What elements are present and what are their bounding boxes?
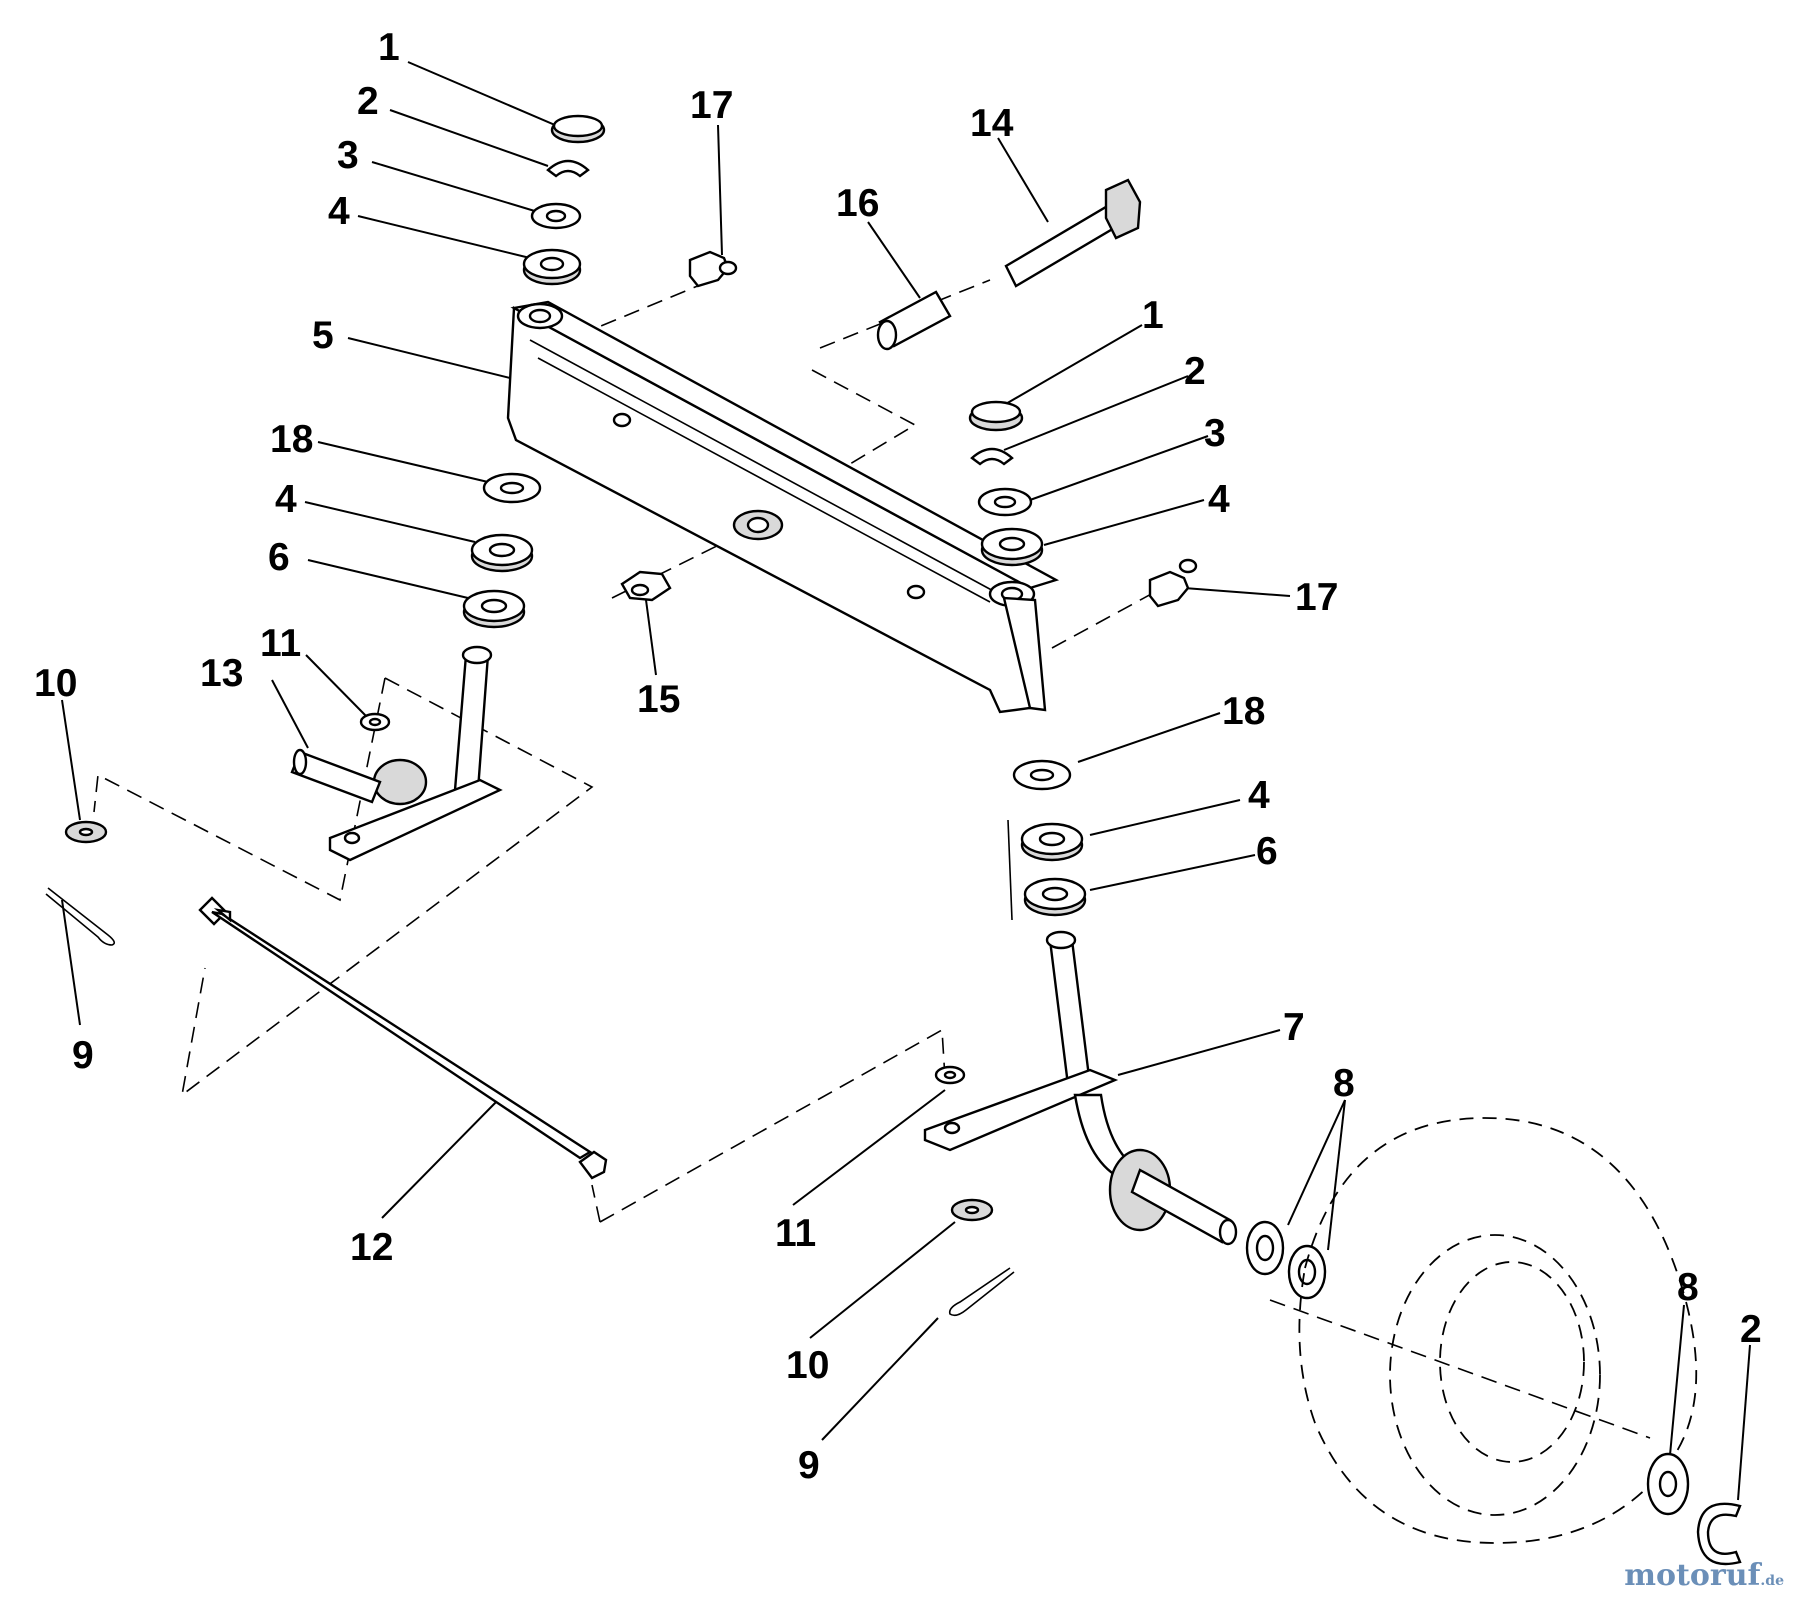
- wheel-phantom: [1298, 1117, 1698, 1544]
- spacer-16: [876, 290, 952, 351]
- bushing-6-left: [462, 589, 526, 629]
- bearing-4-bottom-right: [1020, 822, 1084, 862]
- dust-cap-right: [968, 400, 1024, 432]
- cotter-pin-left: [45, 887, 116, 946]
- callout-2-top-left: 2: [357, 80, 379, 123]
- bearing-4-top-left: [522, 248, 582, 286]
- callout-4-top-left: 4: [328, 190, 350, 233]
- callout-6-right: 6: [1256, 830, 1278, 873]
- washers-8-axle: [1245, 1220, 1327, 1300]
- washer-18-left: [482, 472, 542, 504]
- callout-17-top: 17: [690, 84, 733, 127]
- grease-fitting-right: [1148, 558, 1198, 608]
- callout-10-left: 10: [34, 662, 77, 705]
- washer-3-right: [977, 487, 1033, 517]
- callout-14: 14: [970, 102, 1014, 145]
- callout-16: 16: [836, 182, 879, 225]
- grease-fitting-left: [688, 250, 738, 288]
- washer-18-right: [1012, 759, 1072, 791]
- bearing-4-top-right: [980, 527, 1044, 567]
- callout-18-left: 18: [270, 418, 313, 461]
- callout-1-right: 1: [1142, 294, 1164, 337]
- bolt-14: [1004, 178, 1142, 288]
- callout-6-left: 6: [268, 536, 290, 579]
- bearing-4-bottom-left: [470, 533, 534, 573]
- nut-15: [620, 570, 672, 602]
- callout-9-right: 9: [798, 1444, 820, 1487]
- callout-13: 13: [200, 652, 243, 695]
- bushing-6-right: [1023, 877, 1087, 917]
- callout-4-right-top: 4: [1208, 478, 1230, 521]
- callout-11-left: 11: [260, 622, 301, 665]
- leader-lines: [61, 61, 1751, 1501]
- watermark-brand: motoruf: [1624, 1558, 1761, 1593]
- tie-rod-12: [198, 896, 608, 1180]
- callout-3-right: 3: [1204, 412, 1226, 455]
- callout-8-axle: 8: [1333, 1062, 1355, 1105]
- callout-9-left: 9: [72, 1034, 94, 1077]
- washer-10-left: [64, 820, 108, 844]
- watermark-logo: motoruf.de: [1624, 1558, 1784, 1593]
- callout-1-top-left: 1: [378, 26, 400, 69]
- callout-15: 15: [637, 678, 680, 721]
- callout-5: 5: [312, 314, 334, 357]
- callout-labels: 1 2 3 4 5 18 4 6 17 14 16 1 2 3 4 17 15 …: [34, 26, 1762, 1487]
- callout-17-right: 17: [1295, 576, 1338, 619]
- callout-11-right: 11: [775, 1212, 816, 1255]
- callout-2-clip: 2: [1740, 1308, 1762, 1351]
- callout-2-right: 2: [1184, 350, 1206, 393]
- spindle-right: [923, 930, 1238, 1246]
- retaining-clip-2: [1696, 1502, 1742, 1566]
- callout-4-left-mid: 4: [275, 478, 297, 521]
- washer-10-right: [950, 1198, 994, 1222]
- e-clip-left: [546, 159, 590, 178]
- callout-8-outer: 8: [1677, 1266, 1699, 1309]
- washer-11-right: [934, 1065, 966, 1085]
- cotter-pin-right: [948, 1267, 1015, 1317]
- washer-3-left: [530, 202, 582, 230]
- callout-4-right-bottom: 4: [1248, 774, 1270, 817]
- washer-11-left: [359, 712, 391, 732]
- callout-12: 12: [350, 1226, 393, 1269]
- watermark-tld: .de: [1760, 1573, 1784, 1589]
- callout-3-top-left: 3: [337, 134, 359, 177]
- callout-18-right: 18: [1222, 690, 1265, 733]
- callout-10-right: 10: [786, 1344, 829, 1387]
- spindle-left: [290, 645, 503, 862]
- e-clip-right: [970, 447, 1014, 466]
- axle-beam: [506, 300, 1060, 714]
- dust-cap-left: [550, 114, 606, 144]
- washer-8-outer: [1646, 1452, 1690, 1516]
- callout-7: 7: [1283, 1006, 1305, 1049]
- dashed-assembly-lines: [93, 279, 1651, 1439]
